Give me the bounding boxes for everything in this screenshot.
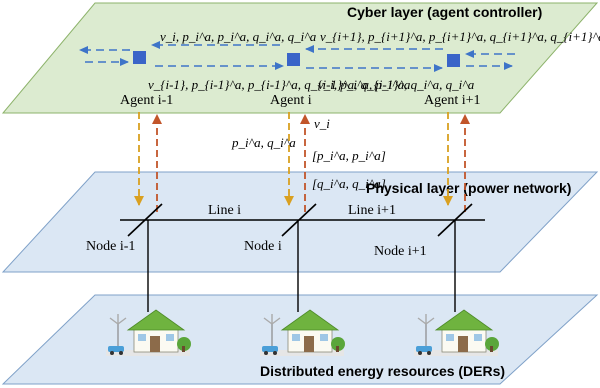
signal-up-q-range: [q_i^a, q_i^a] [312,176,386,191]
agent-i-plus-1-square [447,54,460,67]
cyber-layer-title: Cyber layer (agent controller) [347,4,542,20]
msg-agent-i-top: v_i, p_i^a, p_i^a, q_i^a, q_i^a [160,29,317,44]
physical-layer-title: Physical layer (power network) [366,180,571,196]
agent-label: Agent i [270,93,312,108]
node-tick [281,203,317,237]
agent-i-minus-1-square [133,51,146,64]
der-house-icon [414,309,499,356]
msg-agent-ip1-bottom: v_i, p_i^a, p_i^a, q_i^a, q_i^a [318,77,475,92]
der-layer-title: Distributed energy resources (DERs) [260,363,505,379]
msg-agent-i-bottom: v_{i-1}, p_{i-1}^a, p_{i-1}^a, q_{i-1}^a… [148,77,411,92]
node-label: Node i [244,239,282,254]
agent-label: Agent i+1 [424,93,481,108]
der-house-icon [260,309,345,356]
agent-i-square [287,53,300,66]
node-tick [127,203,163,237]
line-label: Line i [208,203,241,218]
der-house-icon [106,309,191,356]
line-label: Line i+1 [348,203,396,218]
comm-arrows [79,41,515,72]
der-connections [147,220,456,312]
control-arrows [134,112,470,212]
node-label: Node i-1 [86,239,135,254]
signal-up-p-range: [p_i^a, p_i^a] [312,148,386,163]
msg-agent-ip1-top: v_{i+1}, p_{i+1}^a, p_{i+1}^a, q_{i+1}^a… [320,29,600,44]
agent-label: Agent i-1 [120,93,173,108]
signal-down-label: p_i^a, q_i^a [231,135,296,150]
signal-up-v-label: v_i [314,116,330,131]
node-label: Node i+1 [374,244,427,259]
